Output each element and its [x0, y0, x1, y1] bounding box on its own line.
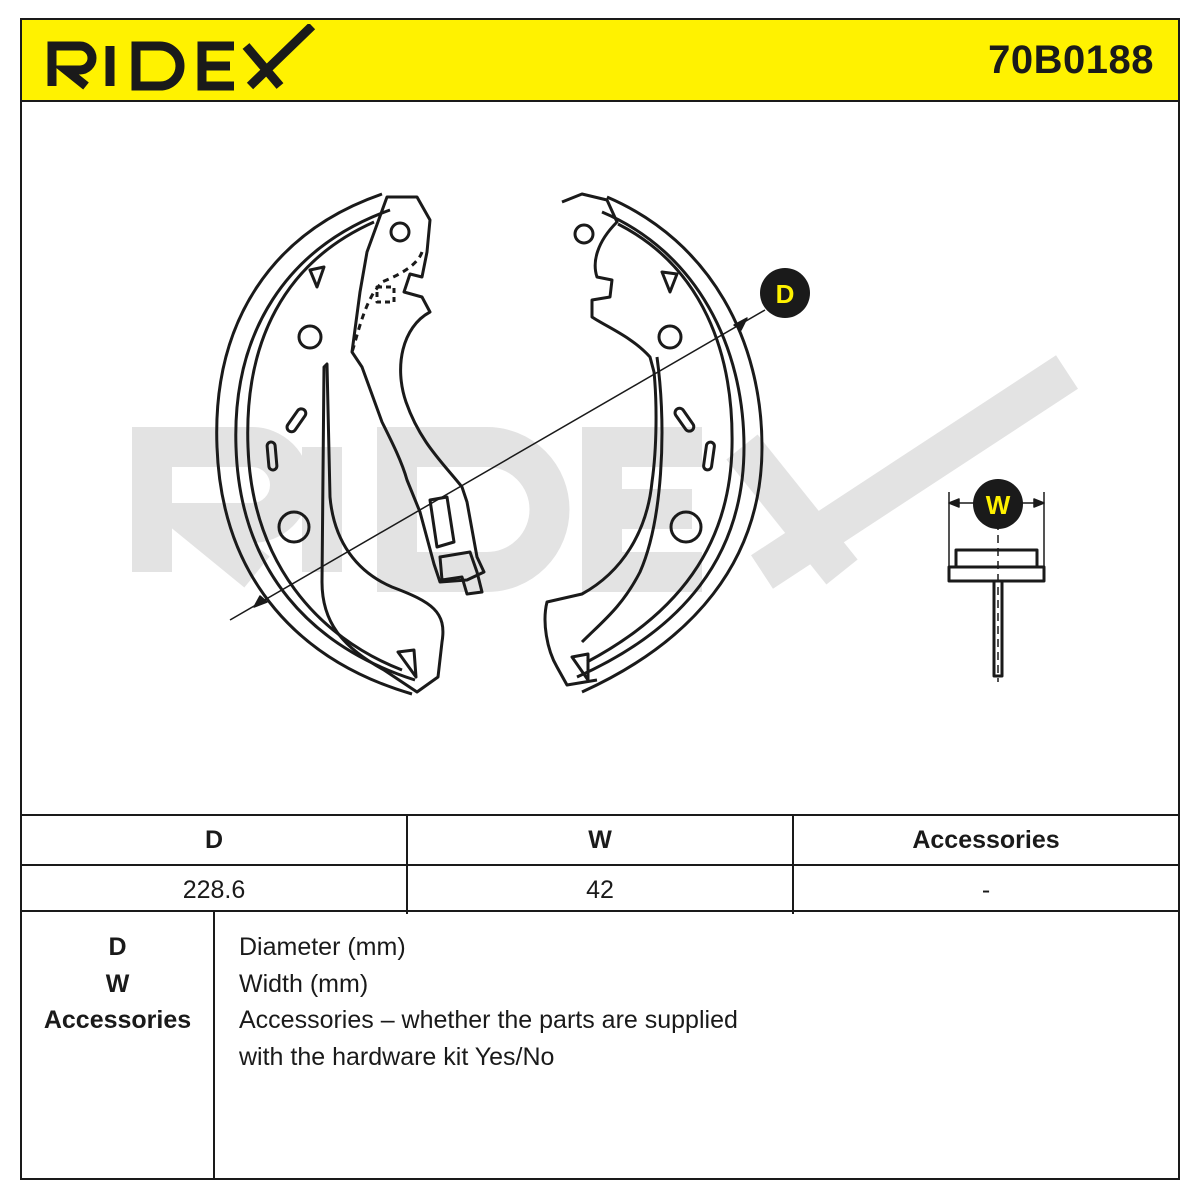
spec-value-row: 228.6 42 - — [22, 866, 1178, 914]
legend-desc-accessories-cont: with the hardware kit Yes/No — [239, 1042, 555, 1071]
product-sheet: 70B0188 — [20, 18, 1180, 1180]
spec-table: D W Accessories 228.6 42 - — [22, 814, 1178, 914]
legend-desc-diameter: Diameter (mm) — [239, 933, 406, 961]
marker-d: D — [760, 268, 810, 318]
diameter-dimension — [229, 309, 766, 621]
spec-value-d: 228.6 — [182, 875, 246, 904]
header-bar: 70B0188 — [22, 20, 1178, 102]
technical-drawing: D W — [22, 102, 1178, 814]
spec-value-w: 42 — [406, 866, 792, 914]
legend-desc-accessories: Accessories – whether the parts are supp… — [239, 1006, 738, 1034]
spec-header-w: W — [406, 816, 792, 864]
legend-descriptions: Diameter (mm) Width (mm) Accessories – w… — [215, 912, 738, 1180]
right-brake-shoe — [543, 192, 764, 694]
ridex-logo — [47, 24, 316, 91]
legend-desc-width: Width (mm) — [239, 969, 369, 998]
legend-key-d: D — [108, 933, 127, 961]
spec-value-accessories: - — [792, 866, 1178, 914]
legend-keys: D W Accessories — [22, 912, 215, 1180]
spec-header-row: D W Accessories — [22, 816, 1178, 866]
spec-header-accessories: Accessories — [792, 816, 1178, 864]
brake-shoe-drawing: D W — [132, 192, 1078, 696]
legend-key-accessories: Accessories — [43, 1006, 192, 1034]
legend: D W Accessories Diameter (mm) Width (mm)… — [22, 912, 1178, 1180]
left-brake-shoe — [215, 192, 486, 696]
legend-key-w: W — [105, 969, 130, 998]
svg-text:D: D — [776, 279, 795, 309]
spec-header-d: D — [204, 825, 224, 854]
svg-text:W: W — [986, 490, 1011, 520]
marker-w: W — [973, 479, 1023, 529]
part-number: 70B0188 — [988, 38, 1154, 82]
